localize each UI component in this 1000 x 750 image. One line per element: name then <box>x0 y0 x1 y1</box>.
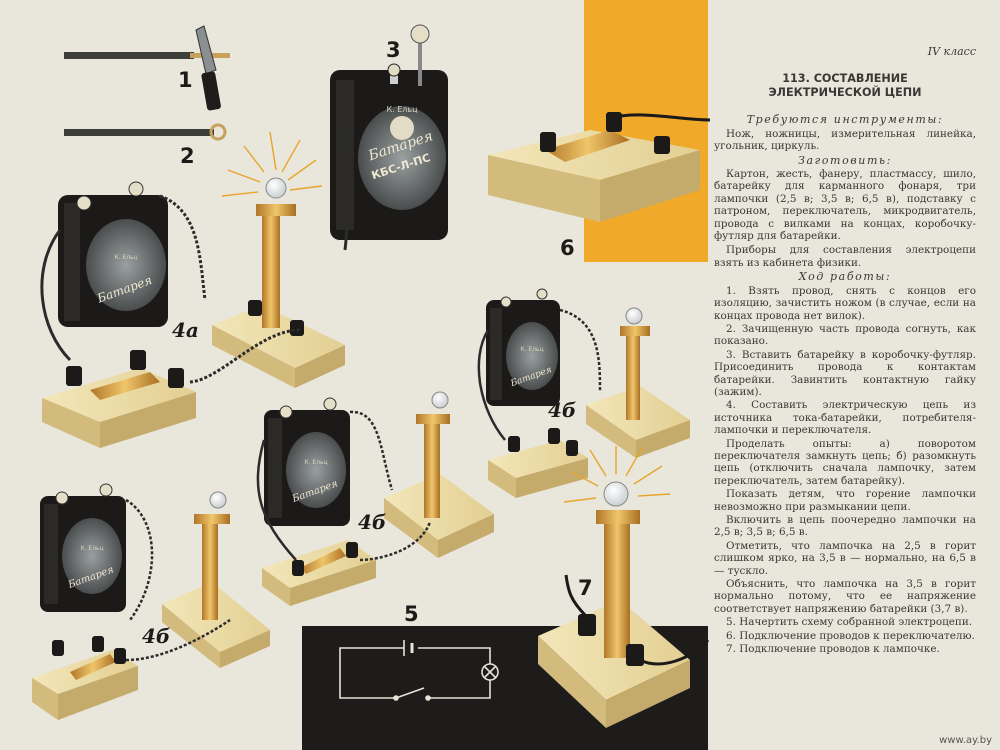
battery-brand-4: К. Ельц <box>80 545 103 552</box>
fig4b-left-switch <box>32 636 138 720</box>
lesson-title-line-2: ЭЛЕКТРИЧЕСКОЙ ЦЕПИ <box>768 86 922 100</box>
prep-text-2: Приборы для составления электроцепи взят… <box>714 244 976 269</box>
tools-text: Нож, ножницы, измерительная линейка, уго… <box>714 127 976 153</box>
fig5-circuit-diagram <box>339 640 499 701</box>
lesson-title: 113. СОСТАВЛЕНИЕ ЭЛЕКТРИЧЕСКОЙ ЦЕПИ <box>714 72 976 100</box>
orange-panel <box>584 0 708 262</box>
figure-number-4a: 4а <box>172 318 199 342</box>
step-4-show: Показать детям, что горение лампочки нев… <box>714 488 976 513</box>
fig1-wire-knife <box>64 25 230 111</box>
step-4-observe: Отметить, что лампочка на 2,5 в горит сл… <box>714 539 976 577</box>
step-4: 4. Составить электрическую цепь из источ… <box>714 399 976 437</box>
step-3: 3. Вставить батарейку в коробочку-футляр… <box>714 348 976 398</box>
fig4a-switch <box>42 350 196 448</box>
step-5: 5. Начертить схему собранной электроцепи… <box>726 616 973 629</box>
figure-number-3: 3 <box>386 38 401 62</box>
grade-label: IV класс <box>927 45 976 58</box>
fig4b-left-lamp-stand <box>162 491 270 668</box>
step-4-bulbs: Включить в цепь поочередно лампочки на 2… <box>714 514 976 539</box>
figure-number-1: 1 <box>178 68 193 92</box>
figure-number-4b-left: 4б <box>142 624 171 648</box>
step-7: 7. Подключение проводов к лампочке. <box>726 643 940 656</box>
fig6-switch-block <box>488 112 711 222</box>
figure-number-2: 2 <box>180 144 195 168</box>
figure-number-6: 6 <box>560 236 575 260</box>
instructions-column: IV класс 113. СОСТАВЛЕНИЕ ЭЛЕКТРИЧЕСКОЙ … <box>714 45 976 746</box>
step-1: 1. Взять провод, снять с концов его изол… <box>714 284 976 322</box>
watermark: www.ay.by <box>939 735 992 746</box>
fig4b-middle-lamp-stand <box>384 391 494 558</box>
fig7-glow <box>563 446 671 503</box>
figure-number-5: 5 <box>404 602 419 626</box>
battery-brand-0: К. Ельц <box>386 105 418 114</box>
fig2-wire-loop <box>64 123 227 141</box>
prep-text: Картон, жесть, фанеру, пластмассу, шило,… <box>714 168 976 243</box>
fig3-screw <box>410 24 430 86</box>
fig4a-glow <box>221 131 323 197</box>
fig4a-lamp-stand <box>212 177 345 388</box>
lesson-title-line-1: 113. СОСТАВЛЕНИЕ <box>782 72 908 86</box>
figure-number-4b-right: 4б <box>548 398 577 422</box>
step-4-experiments: Проделать опыты: а) поворотом переключат… <box>714 437 976 487</box>
figure-number-4b-middle: 4б <box>358 510 387 534</box>
step-6: 6. Подключение проводов к переключателю. <box>726 629 975 642</box>
prep-heading: Заготовить: <box>798 153 892 167</box>
fig4b-middle-switch <box>262 540 376 606</box>
step-2: 2. Зачищенную часть провода согнуть, как… <box>714 322 976 348</box>
fig4b-right-switch <box>488 428 588 498</box>
work-heading: Ход работы: <box>798 270 892 284</box>
fig7-lamp-stand <box>538 481 710 728</box>
figure-number-7: 7 <box>578 576 593 600</box>
battery-brand-2: К. Ельц <box>520 346 543 353</box>
fig4b-right-lamp-stand <box>586 307 690 458</box>
tools-heading: Требуются инструменты: <box>746 113 944 127</box>
battery-brand-1: К. Ельц <box>114 254 137 261</box>
step-4-explain: Объяснить, что лампочка на 3,5 в горит н… <box>714 578 976 615</box>
battery-brand-3: К. Ельц <box>304 459 327 466</box>
